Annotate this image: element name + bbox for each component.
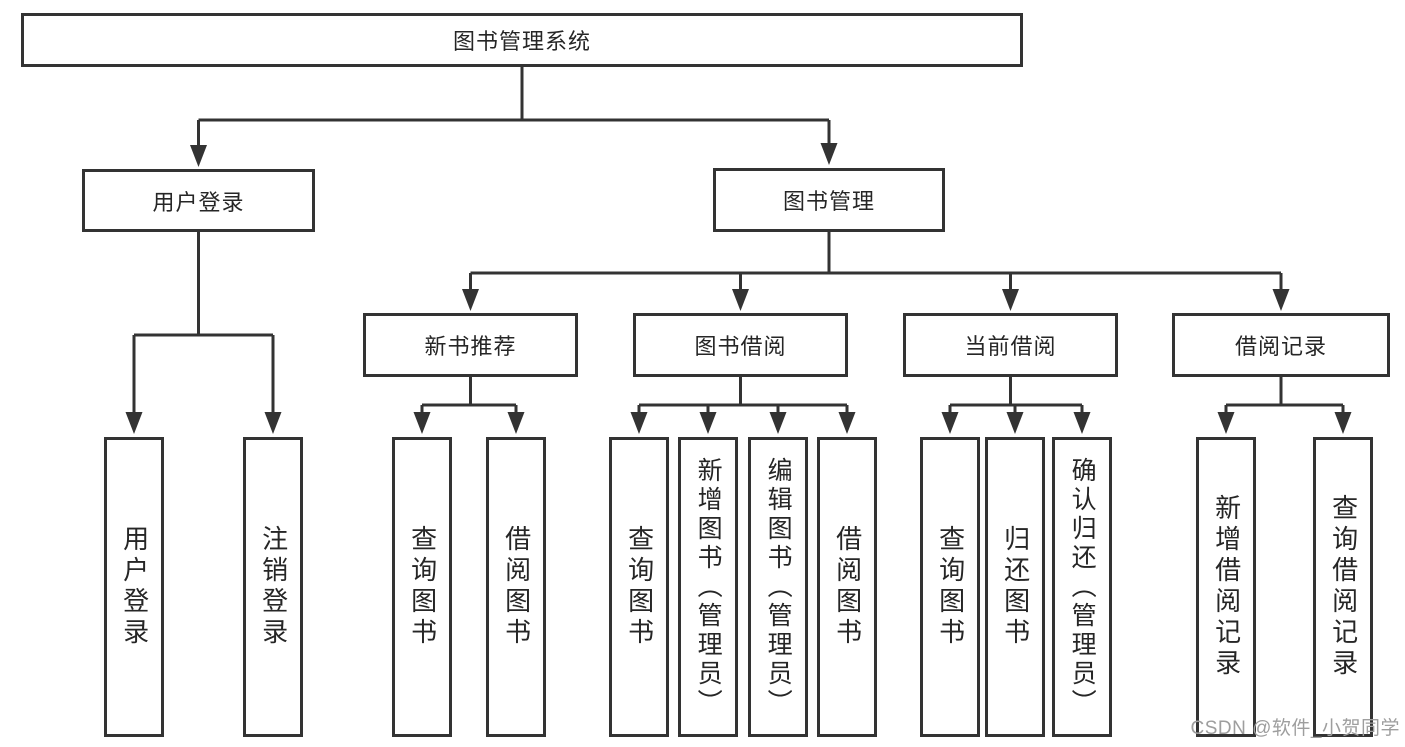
leaf-user-login: 用户登录	[104, 437, 164, 737]
node-user-login: 用户登录	[82, 169, 315, 232]
node-book-mgmt-label: 图书管理	[782, 189, 875, 214]
leaf-bb-edit-book-admin-label: 编辑图书（管理员）	[764, 456, 793, 718]
leaf-cb-confirm-return-admin-label: 确认归还（管理员）	[1068, 456, 1097, 718]
node-book-borrow: 图书借阅	[633, 313, 848, 377]
leaf-cb-return-books-label: 归还图书	[1000, 525, 1031, 649]
leaf-logout-label: 注销登录	[258, 525, 289, 649]
leaf-br-add-record: 新增借阅记录	[1196, 437, 1256, 737]
leaf-bb-borrow-books: 借阅图书	[817, 437, 877, 737]
leaf-br-query-record: 查询借阅记录	[1313, 437, 1373, 737]
node-borrow-records-label: 借阅记录	[1234, 334, 1327, 359]
leaf-bb-edit-book-admin: 编辑图书（管理员）	[748, 437, 808, 737]
node-current-borrow: 当前借阅	[903, 313, 1118, 377]
csdn-watermark: CSDN @软件_小贺同学	[1190, 718, 1400, 739]
connector-root	[197, 67, 831, 149]
leaf-cb-query-books-label: 查询图书	[935, 525, 966, 649]
leaf-nbr-query-books: 查询图书	[392, 437, 452, 737]
leaf-user-login-label: 用户登录	[119, 525, 150, 649]
connector-user-login	[132, 232, 275, 416]
leaf-nbr-borrow-books: 借阅图书	[486, 437, 546, 737]
connector-borrow-records	[1224, 377, 1345, 416]
node-book-borrow-label: 图书借阅	[694, 334, 787, 359]
node-new-book-rec: 新书推荐	[363, 313, 578, 377]
leaf-bb-add-book-admin-label: 新增图书（管理员）	[694, 456, 723, 718]
arrowheads	[125, 143, 1352, 434]
connector-book-borrow	[637, 377, 849, 416]
node-root: 图书管理系统	[21, 13, 1023, 67]
connector-new-book-rec	[420, 377, 518, 416]
node-user-login-label: 用户登录	[152, 189, 245, 215]
leaf-bb-query-books-label: 查询图书	[624, 525, 655, 649]
leaf-br-add-record-label: 新增借阅记录	[1211, 494, 1242, 680]
leaf-bb-borrow-books-label: 借阅图书	[832, 525, 863, 649]
leaf-cb-return-books: 归还图书	[985, 437, 1045, 737]
leaf-logout: 注销登录	[243, 437, 303, 737]
leaf-cb-query-books: 查询图书	[920, 437, 980, 737]
connector-book-mgmt	[469, 232, 1283, 293]
leaf-nbr-query-books-label: 查询图书	[407, 525, 438, 649]
leaf-cb-confirm-return-admin: 确认归还（管理员）	[1052, 437, 1112, 737]
node-book-mgmt: 图书管理	[713, 168, 945, 232]
leaf-bb-query-books: 查询图书	[609, 437, 669, 737]
leaf-nbr-borrow-books-label: 借阅图书	[501, 525, 532, 649]
node-current-borrow-label: 当前借阅	[964, 334, 1057, 359]
node-new-book-rec-label: 新书推荐	[424, 334, 517, 359]
leaf-br-query-record-label: 查询借阅记录	[1328, 494, 1359, 680]
node-borrow-records: 借阅记录	[1172, 313, 1390, 377]
leaf-bb-add-book-admin: 新增图书（管理员）	[678, 437, 738, 737]
node-root-label: 图书管理系统	[452, 29, 591, 54]
connector-current-borrow	[948, 377, 1084, 416]
